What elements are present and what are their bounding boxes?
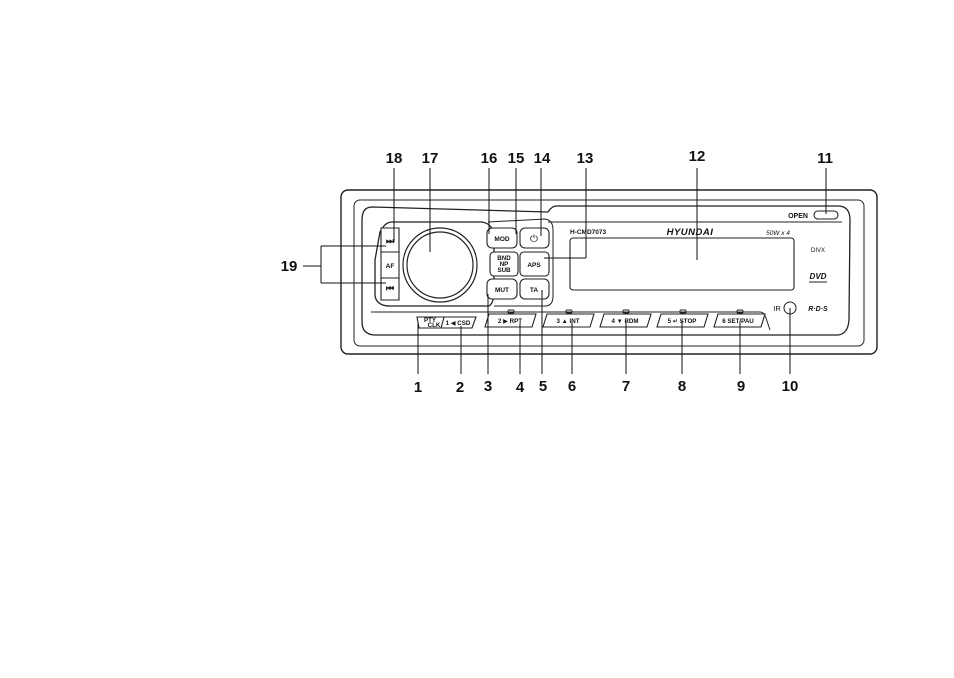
callout-9: 9 bbox=[737, 378, 745, 395]
model-label: H-CMD7073 bbox=[570, 229, 607, 236]
aps-label: APS bbox=[527, 262, 541, 269]
prev-icon[interactable]: ⏮ bbox=[386, 283, 394, 293]
power-icon: ⏻ bbox=[530, 234, 538, 245]
callout-8: 8 bbox=[678, 378, 686, 395]
power-rating: 50W x 4 bbox=[766, 230, 790, 237]
ir-label: IR bbox=[773, 304, 781, 313]
mod-label: MOD bbox=[494, 236, 509, 243]
callout-18: 18 bbox=[386, 150, 403, 167]
callout-5: 5 bbox=[539, 378, 547, 395]
callout-15: 15 bbox=[508, 150, 525, 167]
bottom-leader-lines bbox=[418, 290, 790, 374]
callout-13: 13 bbox=[577, 150, 594, 167]
preset-6-label: 6 SET/PAU bbox=[722, 318, 754, 325]
callout-11: 11 bbox=[817, 150, 833, 167]
preset-1-label: 1 ◀ CSD bbox=[446, 320, 471, 327]
preset-4-label: 4 ▼ RDM bbox=[611, 318, 638, 325]
callout-1: 1 bbox=[414, 379, 422, 396]
callout-17: 17 bbox=[422, 150, 439, 167]
lcd-display bbox=[570, 238, 794, 290]
clk-label: CLK bbox=[428, 322, 441, 329]
callout-7: 7 bbox=[622, 378, 630, 395]
mut-label: MUT bbox=[495, 287, 509, 294]
callout-10: 10 bbox=[782, 378, 799, 395]
divx-logo: DIVX bbox=[811, 248, 825, 254]
volume-knob[interactable] bbox=[407, 232, 473, 298]
ta-label: TA bbox=[530, 287, 538, 294]
callout-6: 6 bbox=[568, 378, 576, 395]
callout-2: 2 bbox=[456, 379, 464, 396]
callout-14: 14 bbox=[534, 150, 551, 167]
preset-2-label: 2 ▶ RPT bbox=[498, 318, 522, 325]
callout-3: 3 bbox=[484, 378, 492, 395]
dvd-logo: DVD bbox=[810, 272, 827, 281]
callout-19: 19 bbox=[281, 258, 298, 275]
callout-4: 4 bbox=[516, 379, 525, 396]
brand-logo: HYUNDAI bbox=[667, 227, 714, 238]
preset-3-label: 3 ▲ INT bbox=[557, 318, 580, 325]
left-leader-lines bbox=[303, 246, 386, 283]
rds-logo: R·D·S bbox=[808, 306, 828, 313]
callout-12: 12 bbox=[689, 148, 706, 165]
open-label: OPEN bbox=[788, 213, 808, 220]
callout-16: 16 bbox=[481, 150, 498, 167]
af-button[interactable]: AF bbox=[386, 263, 395, 270]
sub-label: SUB bbox=[497, 267, 511, 274]
